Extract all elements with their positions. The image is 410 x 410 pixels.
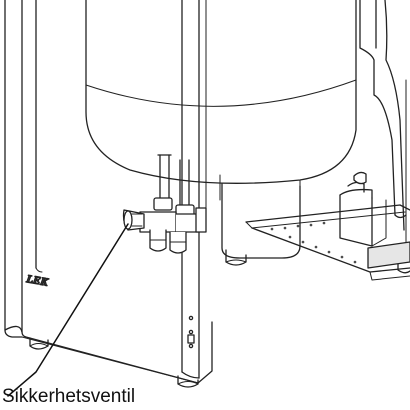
cabinet-left-wall bbox=[4, 0, 213, 384]
drain-box bbox=[339, 171, 410, 269]
brand-mark: LEK bbox=[24, 273, 49, 289]
callout-leader-line bbox=[7, 223, 129, 397]
bottom-tray bbox=[245, 204, 410, 281]
front-post bbox=[181, 0, 207, 379]
safety-valve-assembly bbox=[122, 197, 207, 254]
tank-base bbox=[221, 183, 301, 266]
water-tank bbox=[85, 0, 357, 231]
feet bbox=[29, 261, 410, 388]
pipes bbox=[157, 154, 190, 213]
cabinet-right bbox=[359, 0, 407, 251]
safety-valve-label: Sikkerhetsventil bbox=[2, 386, 136, 407]
tray-perforation bbox=[270, 221, 357, 264]
